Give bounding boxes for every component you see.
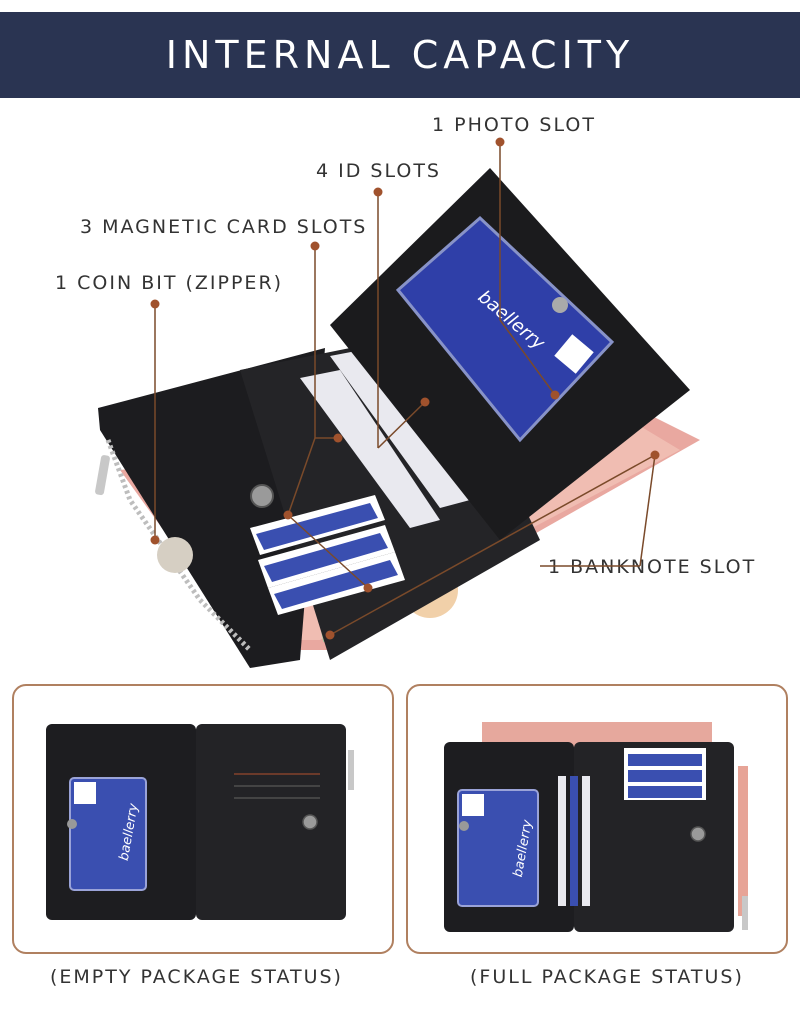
snap-button-icon (250, 484, 274, 508)
full-status-panel: baellerry (406, 684, 788, 954)
magnetic-cards (250, 495, 405, 615)
callout-photo-slot: 1 PHOTO SLOT (432, 114, 596, 136)
main-wallet-illustration: 100 27258137 baellerry (95, 137, 700, 668)
callout-dots (150, 137, 660, 640)
empty-status-panel: baellerry (12, 684, 394, 954)
full-wallet-photo: baellerry (444, 722, 748, 932)
qr-code-icon (554, 334, 594, 374)
header-banner: INTERNAL CAPACITY (0, 12, 800, 98)
callout-id-slots: 4 ID SLOTS (316, 160, 441, 182)
empty-wallet-photo: baellerry (46, 724, 354, 920)
page-title: INTERNAL CAPACITY (165, 33, 635, 77)
caption-full-status: (FULL PACKAGE STATUS) (470, 966, 744, 988)
callout-card-slots: 3 MAGNETIC CARD SLOTS (80, 216, 368, 238)
caption-empty-status: (EMPTY PACKAGE STATUS) (50, 966, 343, 988)
zipper (105, 439, 252, 652)
callout-lines (154, 142, 656, 636)
callout-banknote-slot: 1 BANKNOTE SLOT (548, 556, 757, 578)
zipper-pull-icon (95, 455, 110, 496)
photo-window (395, 215, 615, 443)
photo-snap-icon (552, 297, 568, 313)
callout-coin-bit: 1 COIN BIT (ZIPPER) (55, 272, 284, 294)
